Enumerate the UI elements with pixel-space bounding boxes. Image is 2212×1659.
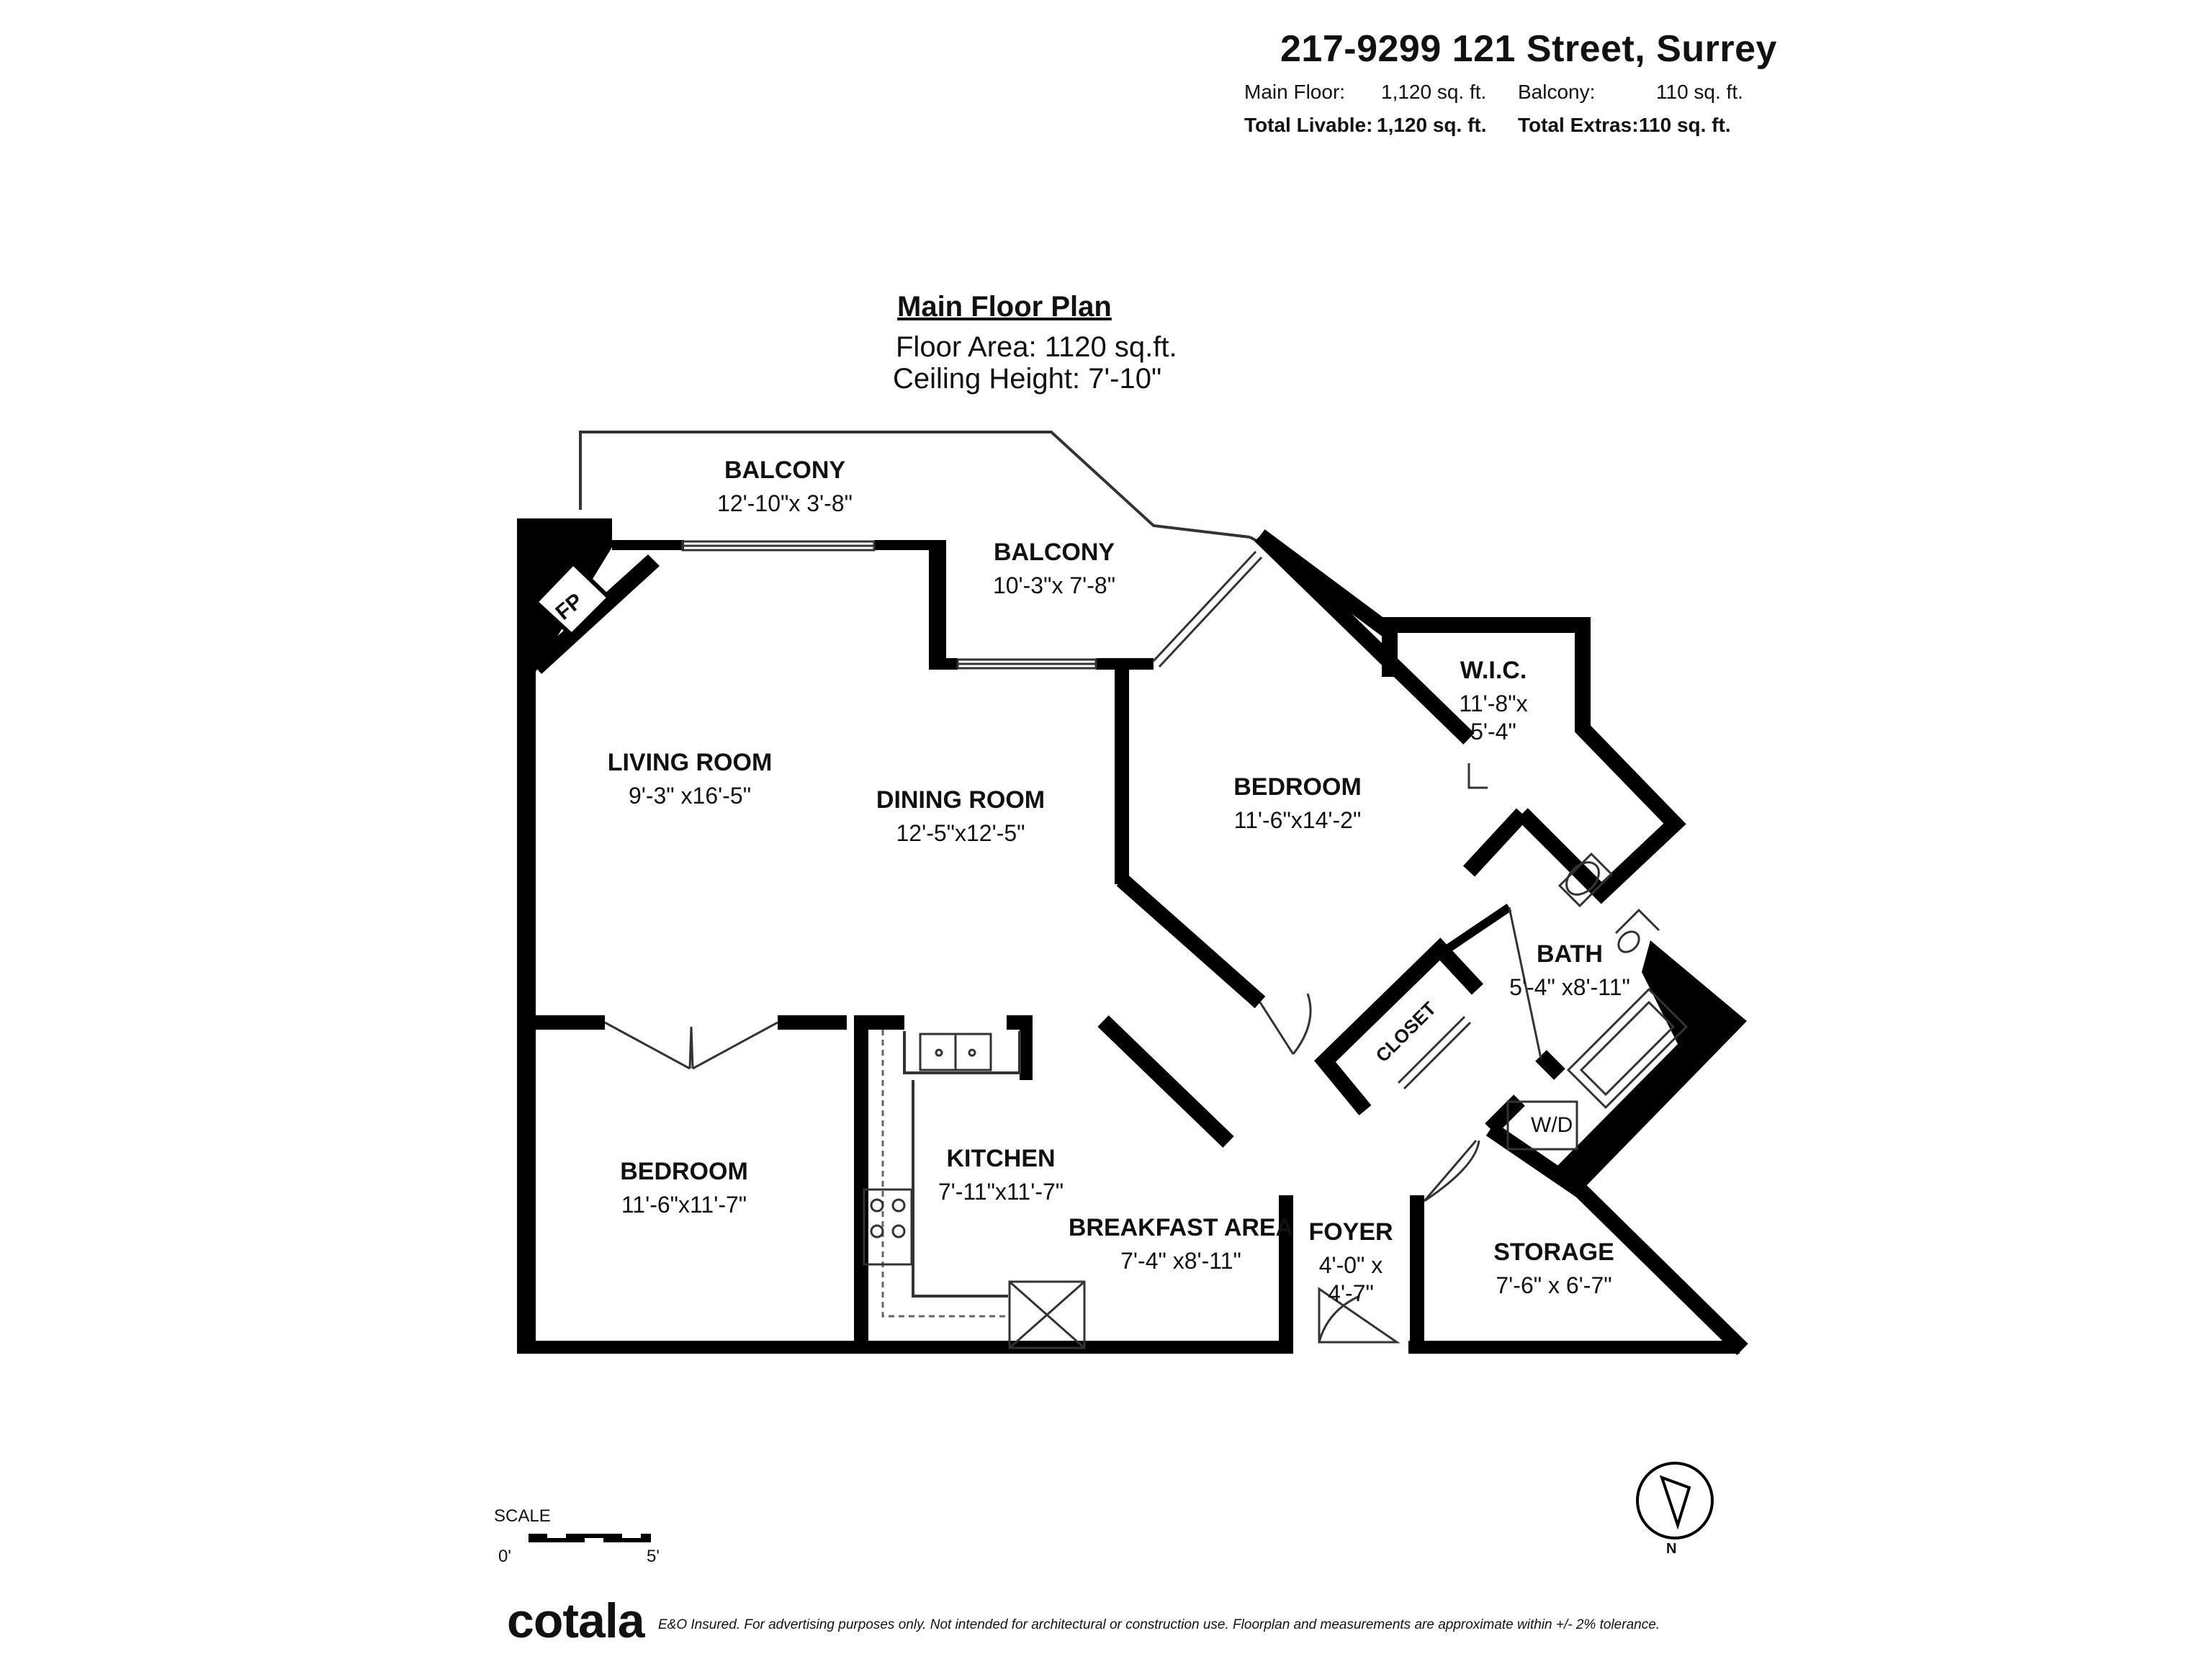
room-dims-2: 4'-7" (1328, 1280, 1374, 1306)
wic-walls (1382, 617, 1686, 904)
bath-left-wall (1444, 904, 1512, 953)
room-bedroom-2: BEDROOM 11'-6"x11'-7" (620, 1158, 748, 1218)
room-name: LIVING ROOM (607, 749, 773, 776)
kitchen-counter-solid (903, 1031, 1021, 1298)
breakfast-counter (1097, 1015, 1234, 1148)
main-floor-value: 1,120 sq. ft. (1381, 81, 1487, 103)
bedroom-door (1259, 993, 1312, 1055)
room-wic: W.I.C. 11'-8"x 5'-4" (1459, 657, 1527, 745)
room-foyer: FOYER 4'-0" x 4'-7" (1308, 1218, 1393, 1307)
main-floor-label: Main Floor: (1244, 81, 1346, 103)
disclaimer: E&O Insured. For advertising purposes on… (658, 1617, 1660, 1632)
room-dims: 4'-0" x (1318, 1252, 1383, 1278)
bath-door (1508, 907, 1542, 1059)
room-name: BEDROOM (620, 1158, 748, 1185)
cotala-logo: cotala (507, 1593, 645, 1648)
fireplace-box (532, 559, 613, 639)
room-name: STORAGE (1493, 1238, 1614, 1266)
scale-label: SCALE (494, 1506, 551, 1526)
ceiling-height: Ceiling Height: 7'-10" (893, 363, 1162, 395)
scale-start: 0' (498, 1547, 511, 1566)
storage-door (1423, 1140, 1480, 1202)
kitchen-sink (919, 1033, 992, 1071)
room-dims: 5'-4" x8'-11" (1509, 974, 1630, 1000)
total-livable-value: 1,120 sq. ft. (1377, 114, 1487, 136)
room-name: FOYER (1308, 1218, 1393, 1246)
room-bedroom-1: BEDROOM 11'-6"x14'-2" (1233, 773, 1362, 834)
bath-walls (1462, 808, 1529, 877)
total-extras-value: 110 sq. ft. (1639, 114, 1731, 136)
balcony-label: Balcony: (1518, 81, 1596, 103)
room-dims: 11'-6"x14'-2" (1233, 807, 1362, 833)
scale-end: 5' (647, 1547, 660, 1566)
breakfast-table (1008, 1280, 1086, 1349)
room-bath: BATH 5'-4" x8'-11" (1509, 940, 1630, 1001)
room-dims: 11'-8"x (1459, 691, 1528, 716)
room-name: BALCONY (993, 539, 1115, 566)
bedroom-wall-diagonal-lower (1116, 873, 1266, 1009)
closet-wall-2 (1535, 1050, 1565, 1080)
foyer-door (1318, 1287, 1401, 1344)
room-dims: 10'-3"x 7'-8" (992, 572, 1116, 598)
room-name: KITCHEN (946, 1145, 1056, 1172)
bedroom-window (1152, 550, 1263, 668)
room-name: W.I.C. (1460, 657, 1527, 684)
property-address: 217-9299 121 Street, Surrey (1280, 28, 1777, 70)
room-living: LIVING ROOM 9'-3" x16'-5" (608, 749, 773, 809)
kitchen-stove (863, 1188, 913, 1266)
room-name: BALCONY (724, 457, 846, 484)
room-dining: DINING ROOM 12'-5"x12'-5" (876, 786, 1045, 847)
bath-wall-block (1557, 940, 1747, 1191)
bedroom-wall-right (1254, 530, 1475, 745)
plan-title: Main Floor Plan (897, 291, 1112, 323)
room-name: BATH (1537, 940, 1603, 968)
walls (517, 518, 1740, 1354)
room-dims: 12'-10"x 3'-8" (717, 490, 853, 516)
room-kitchen: KITCHEN 7'-11"x11'-7" (938, 1145, 1064, 1205)
north-label: N (1666, 1541, 1677, 1557)
room-dims: 12'-5"x12'-5" (896, 820, 1025, 846)
north-arrow (1636, 1462, 1714, 1539)
room-breakfast-area: BREAKFAST AREA 7'-4" x8'-11" (1069, 1214, 1293, 1274)
floor-area: Floor Area: 1120 sq.ft. (896, 331, 1177, 363)
balcony-value: 110 sq. ft. (1656, 81, 1743, 103)
room-name: BREAKFAST AREA (1068, 1214, 1294, 1241)
room-storage: STORAGE 7'-6" x 6'-7" (1493, 1238, 1614, 1299)
scale-bar (529, 1534, 651, 1542)
room-dims: 7'-11"x11'-7" (938, 1179, 1064, 1205)
room-balcony-1: BALCONY 12'-10"x 3'-8" (717, 457, 853, 517)
room-dims: 7'-4" x8'-11" (1120, 1248, 1241, 1274)
bath-fixtures (1557, 852, 1689, 1110)
bedroom-doors (604, 1021, 778, 1070)
kitchen-counters (881, 1030, 1008, 1318)
room-name: BEDROOM (1233, 773, 1362, 801)
washer-dryer-box (1506, 1100, 1578, 1151)
room-dims: 9'-3" x16'-5" (628, 783, 752, 809)
closet-walls (1314, 938, 1484, 1115)
total-extras-label: Total Extras: (1518, 114, 1639, 136)
room-dims: 11'-6"x11'-7" (621, 1192, 747, 1218)
washer-dryer-label: W/D (1531, 1113, 1573, 1137)
closet-sliding-door (1397, 1015, 1472, 1090)
room-balcony-2: BALCONY 10'-3"x 7'-8" (993, 539, 1115, 599)
room-name: DINING ROOM (876, 786, 1046, 814)
room-dims-2: 5'-4" (1470, 719, 1516, 745)
room-dims: 7'-6" x 6'-7" (1496, 1272, 1612, 1298)
storage-wall-inner (1485, 1094, 1525, 1135)
total-livable-label: Total Livable: (1244, 114, 1373, 136)
balcony-outline (579, 431, 1251, 539)
windows (681, 540, 1097, 670)
wic-door (1467, 763, 1488, 789)
